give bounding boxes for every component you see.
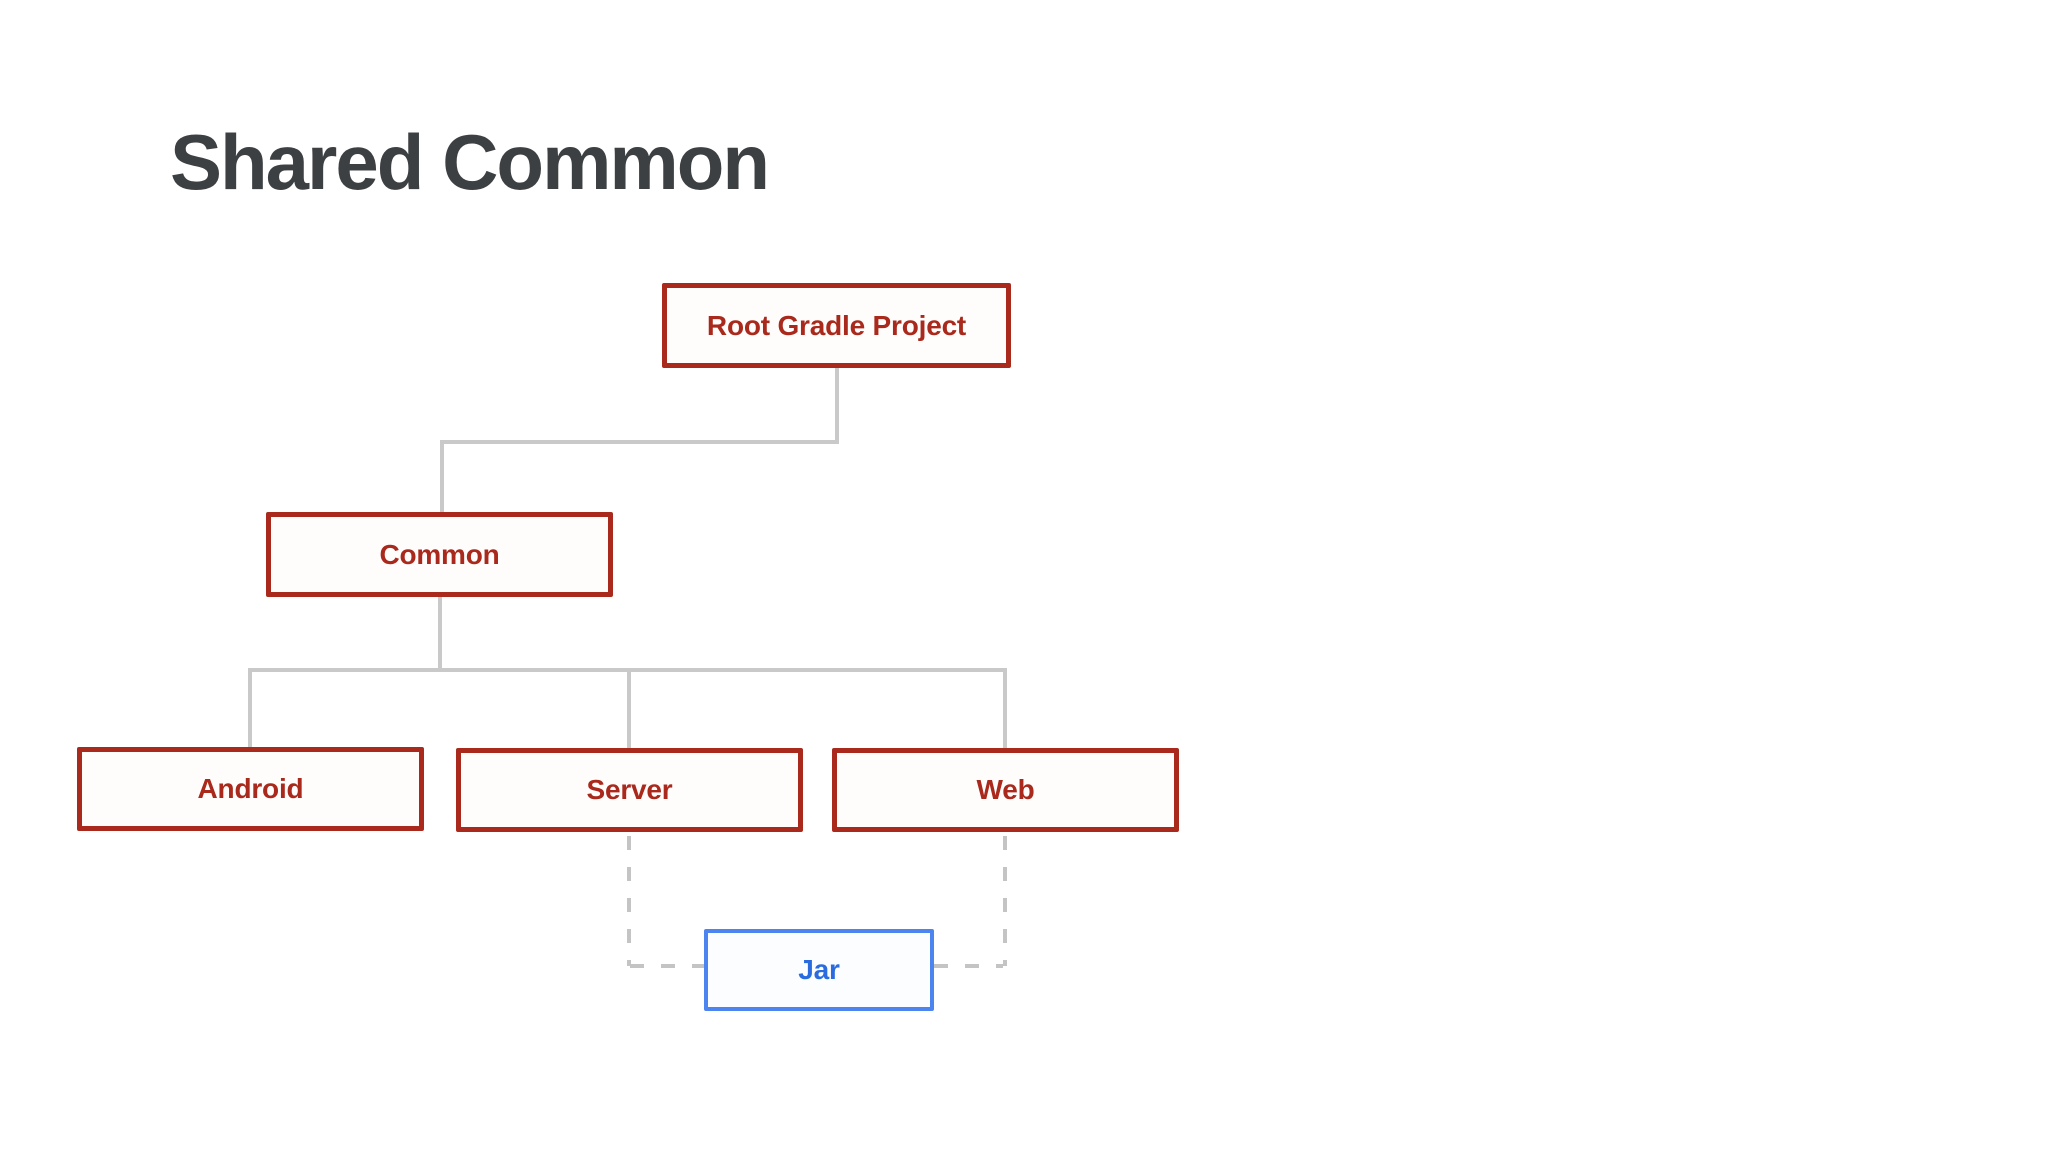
edge-common-android-drop <box>248 671 252 748</box>
edge-common-web-drop <box>1003 671 1007 749</box>
node-common: Common <box>266 512 613 597</box>
edge-root-common-vertical-from-root <box>835 367 839 443</box>
node-android: Android <box>77 747 424 831</box>
edge-web-jar-horizontal <box>934 964 1003 968</box>
node-jar: Jar <box>704 929 934 1011</box>
edge-root-common-horizontal <box>440 440 839 444</box>
edge-server-jar-horizontal <box>630 964 704 968</box>
node-root-gradle-project: Root Gradle Project <box>662 283 1011 368</box>
node-server: Server <box>456 748 803 832</box>
edge-common-children-vertical-from-common <box>438 596 442 671</box>
edge-web-jar-vertical <box>1003 836 1007 966</box>
page-title: Shared Common <box>170 118 770 207</box>
edge-common-server-drop <box>627 671 631 749</box>
edge-root-common-vertical-to-common <box>440 443 444 513</box>
node-web: Web <box>832 748 1179 832</box>
edge-server-jar-vertical <box>627 836 631 966</box>
edge-common-children-horizontal <box>248 668 1007 672</box>
